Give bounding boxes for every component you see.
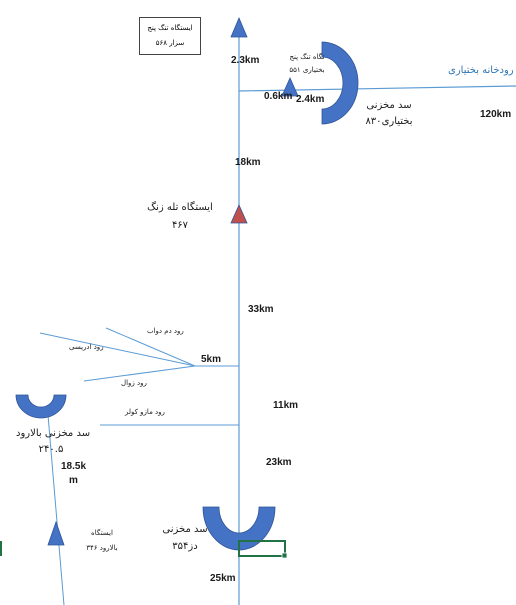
tributary-adrisi-line (39, 332, 196, 367)
bakhtiari-dam-label: سد مخزنی بختیاری۸۳۰ (356, 98, 422, 130)
station-balarood-code: بالارود ۳۴۶ (86, 544, 118, 552)
tributary-zal-line (83, 365, 196, 382)
balarood-dam-code: ۲۴۰.۵ (38, 444, 64, 455)
bakhtiari-dam-shape (321, 41, 359, 125)
distance-label-7: 5km (201, 354, 222, 365)
station-tang-panj-sezar-code: سزار ۵۶۸ (155, 39, 185, 47)
station-tang-panj-sezar-triangle (230, 16, 248, 38)
distance-label-9: 23km (266, 457, 292, 468)
bakhtiari-dam-name: سد مخزنی (366, 100, 412, 111)
station-balarood-name: ایستگاه (91, 529, 113, 537)
distance-label-1: 2.3km (231, 55, 260, 66)
station-balarood-triangle (47, 520, 65, 546)
bakhtiari-river-label: رودخانه بختیاری (448, 65, 514, 76)
station-tale-zang-triangle (230, 204, 248, 224)
tributary-dam-dovab-label: رود دم دواب (147, 327, 184, 335)
distance-label-8: 11km (273, 400, 299, 411)
station-tang-panj-bakhtiari-triangle (281, 77, 299, 97)
selected-cell-handle[interactable] (281, 552, 288, 559)
station-tang-panj-sezar-name: ایستگاه تنگ پنج (147, 24, 193, 32)
bakhtiari-dam-code: بختیاری۸۳۰ (365, 116, 413, 127)
balarood-dam-label: سد مخزنی بالارود ۲۴۰.۵ (16, 426, 91, 458)
selected-cell-outline[interactable] (238, 540, 286, 557)
distance-label-5: 18km (235, 157, 261, 168)
distance-label-11: 25km (210, 573, 236, 584)
station-tang-panj-bakhtiari-label: تگاه تنگ پنج بختیاری ۵۵۱ (281, 51, 333, 77)
tributary-mazo-kolar-label: رود مازو کولر (125, 408, 165, 416)
distance-label-4: 120km (480, 109, 512, 120)
dez-dam-name: سد مخزنی (162, 524, 208, 535)
station-balarood-label: ایستگاه بالارود ۳۴۶ (77, 526, 127, 556)
distance-label-10b: m (69, 475, 78, 486)
station-tale-zang-code: ۴۶۷ (171, 220, 189, 231)
station-tang-panj-bakhtiari-code: بختیاری ۵۵۱ (289, 66, 325, 74)
station-tale-zang-label: ایستگاه تله زنگ ۴۶۷ (138, 199, 222, 235)
station-tang-panj-sezar-box: ایستگاه تنگ پنج سزار ۵۶۸ (139, 17, 201, 55)
tributary-dam-dovab-line (105, 327, 196, 367)
dez-dam-code: دز۳۵۴ (172, 541, 198, 552)
distance-label-6: 33km (248, 304, 274, 315)
balarood-dam-shape (15, 394, 67, 419)
dez-dam-label: سد مخزنی دز۳۵۴ (160, 521, 210, 555)
tributary-adrisi-label: رود ادریسی (69, 343, 104, 351)
distance-label-10a: 18.5k (61, 461, 87, 472)
tributary-zal-label: رود زوال (121, 379, 147, 387)
balarood-river-line (47, 414, 65, 605)
dez-dam-shape (202, 506, 276, 551)
distance-label-3: 2.4km (296, 94, 325, 105)
row-selection-marker (0, 541, 2, 556)
balarood-dam-name: سد مخزنی بالارود (16, 428, 91, 439)
station-tang-panj-bakhtiari-name: تگاه تنگ پنج (289, 53, 325, 61)
distance-label-2: 0.6km (264, 91, 293, 102)
station-tale-zang-name: ایستگاه تله زنگ (147, 202, 213, 213)
